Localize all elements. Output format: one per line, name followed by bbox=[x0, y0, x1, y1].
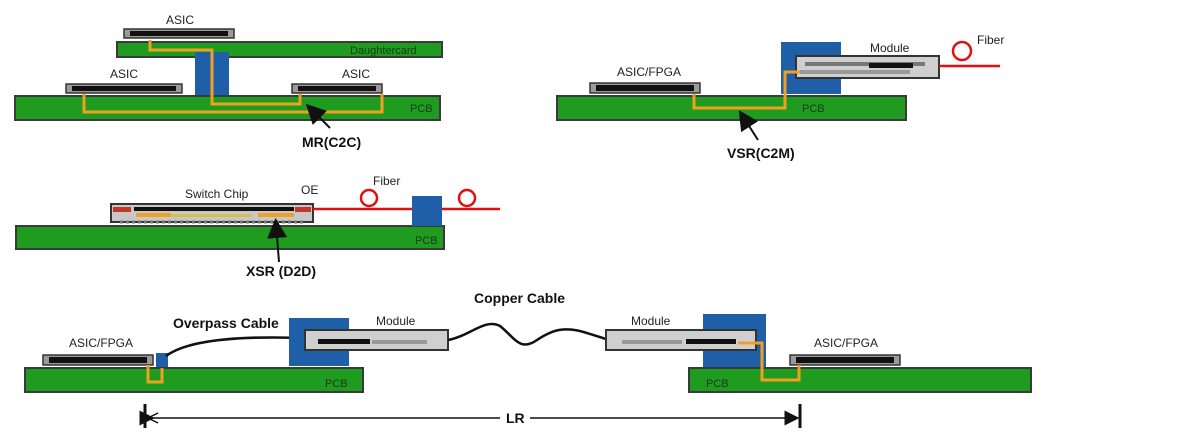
mr-pcb-label: PCB bbox=[410, 103, 433, 115]
mr-pcb-board bbox=[14, 95, 441, 121]
lr-copper-label: Copper Cable bbox=[474, 290, 565, 306]
lr-diagram: PCB ASIC/FPGA Overpass Cable Module Copp… bbox=[24, 290, 1032, 428]
xsr-fiber-label: Fiber bbox=[373, 174, 400, 188]
xsr-oe-label: OE bbox=[301, 183, 318, 197]
lr-pcb-right-label: PCB bbox=[706, 378, 729, 390]
asic-right-label: ASIC bbox=[342, 67, 370, 81]
lr-pcb-left-label: PCB bbox=[325, 378, 348, 390]
lr-asic-left-label: ASIC/FPGA bbox=[69, 336, 133, 350]
xsr-caption: XSR (D2D) bbox=[246, 263, 316, 279]
xsr-diagram: PCB Switch Chip OE Fiber XSR (D2D) bbox=[15, 174, 500, 279]
vsr-diagram: PCB ASIC/FPGA Module Fiber VSR(C2M) bbox=[556, 33, 1004, 161]
lr-module-left-label: Module bbox=[376, 314, 416, 328]
mr-caption: MR(C2C) bbox=[302, 134, 361, 150]
lr-overpass-label: Overpass Cable bbox=[173, 315, 279, 331]
lr-trace bbox=[738, 341, 801, 382]
lr-pcb-right bbox=[688, 367, 1032, 393]
lr-caption: LR bbox=[506, 410, 525, 426]
xsr-connector bbox=[412, 196, 442, 226]
xsr-switch-label: Switch Chip bbox=[185, 187, 249, 201]
lr-copper-cable bbox=[447, 322, 607, 346]
asic-top-label: ASIC bbox=[166, 13, 194, 27]
mr-trace bbox=[82, 40, 384, 114]
vsr-asic-label: ASIC/FPGA bbox=[617, 65, 681, 79]
asic-left-label: ASIC bbox=[110, 67, 138, 81]
vsr-caption: VSR(C2M) bbox=[727, 145, 795, 161]
vsr-fiber-label: Fiber bbox=[977, 33, 1004, 47]
vsr-trace bbox=[692, 70, 800, 110]
lr-asic-right-label: ASIC/FPGA bbox=[814, 336, 878, 350]
xsr-pcb-board bbox=[15, 225, 445, 250]
mr-diagram: Daughtercard ASIC PCB ASIC ASIC MR(C2C) bbox=[14, 13, 443, 150]
lr-module-right-label: Module bbox=[631, 314, 671, 328]
vsr-pcb-label: PCB bbox=[802, 103, 825, 115]
vsr-module-label: Module bbox=[870, 41, 910, 55]
xsr-pcb-label: PCB bbox=[415, 235, 438, 247]
vsr-module bbox=[795, 55, 940, 79]
daughtercard-label: Daughtercard bbox=[350, 45, 417, 57]
lr-pcb-left bbox=[24, 367, 364, 393]
